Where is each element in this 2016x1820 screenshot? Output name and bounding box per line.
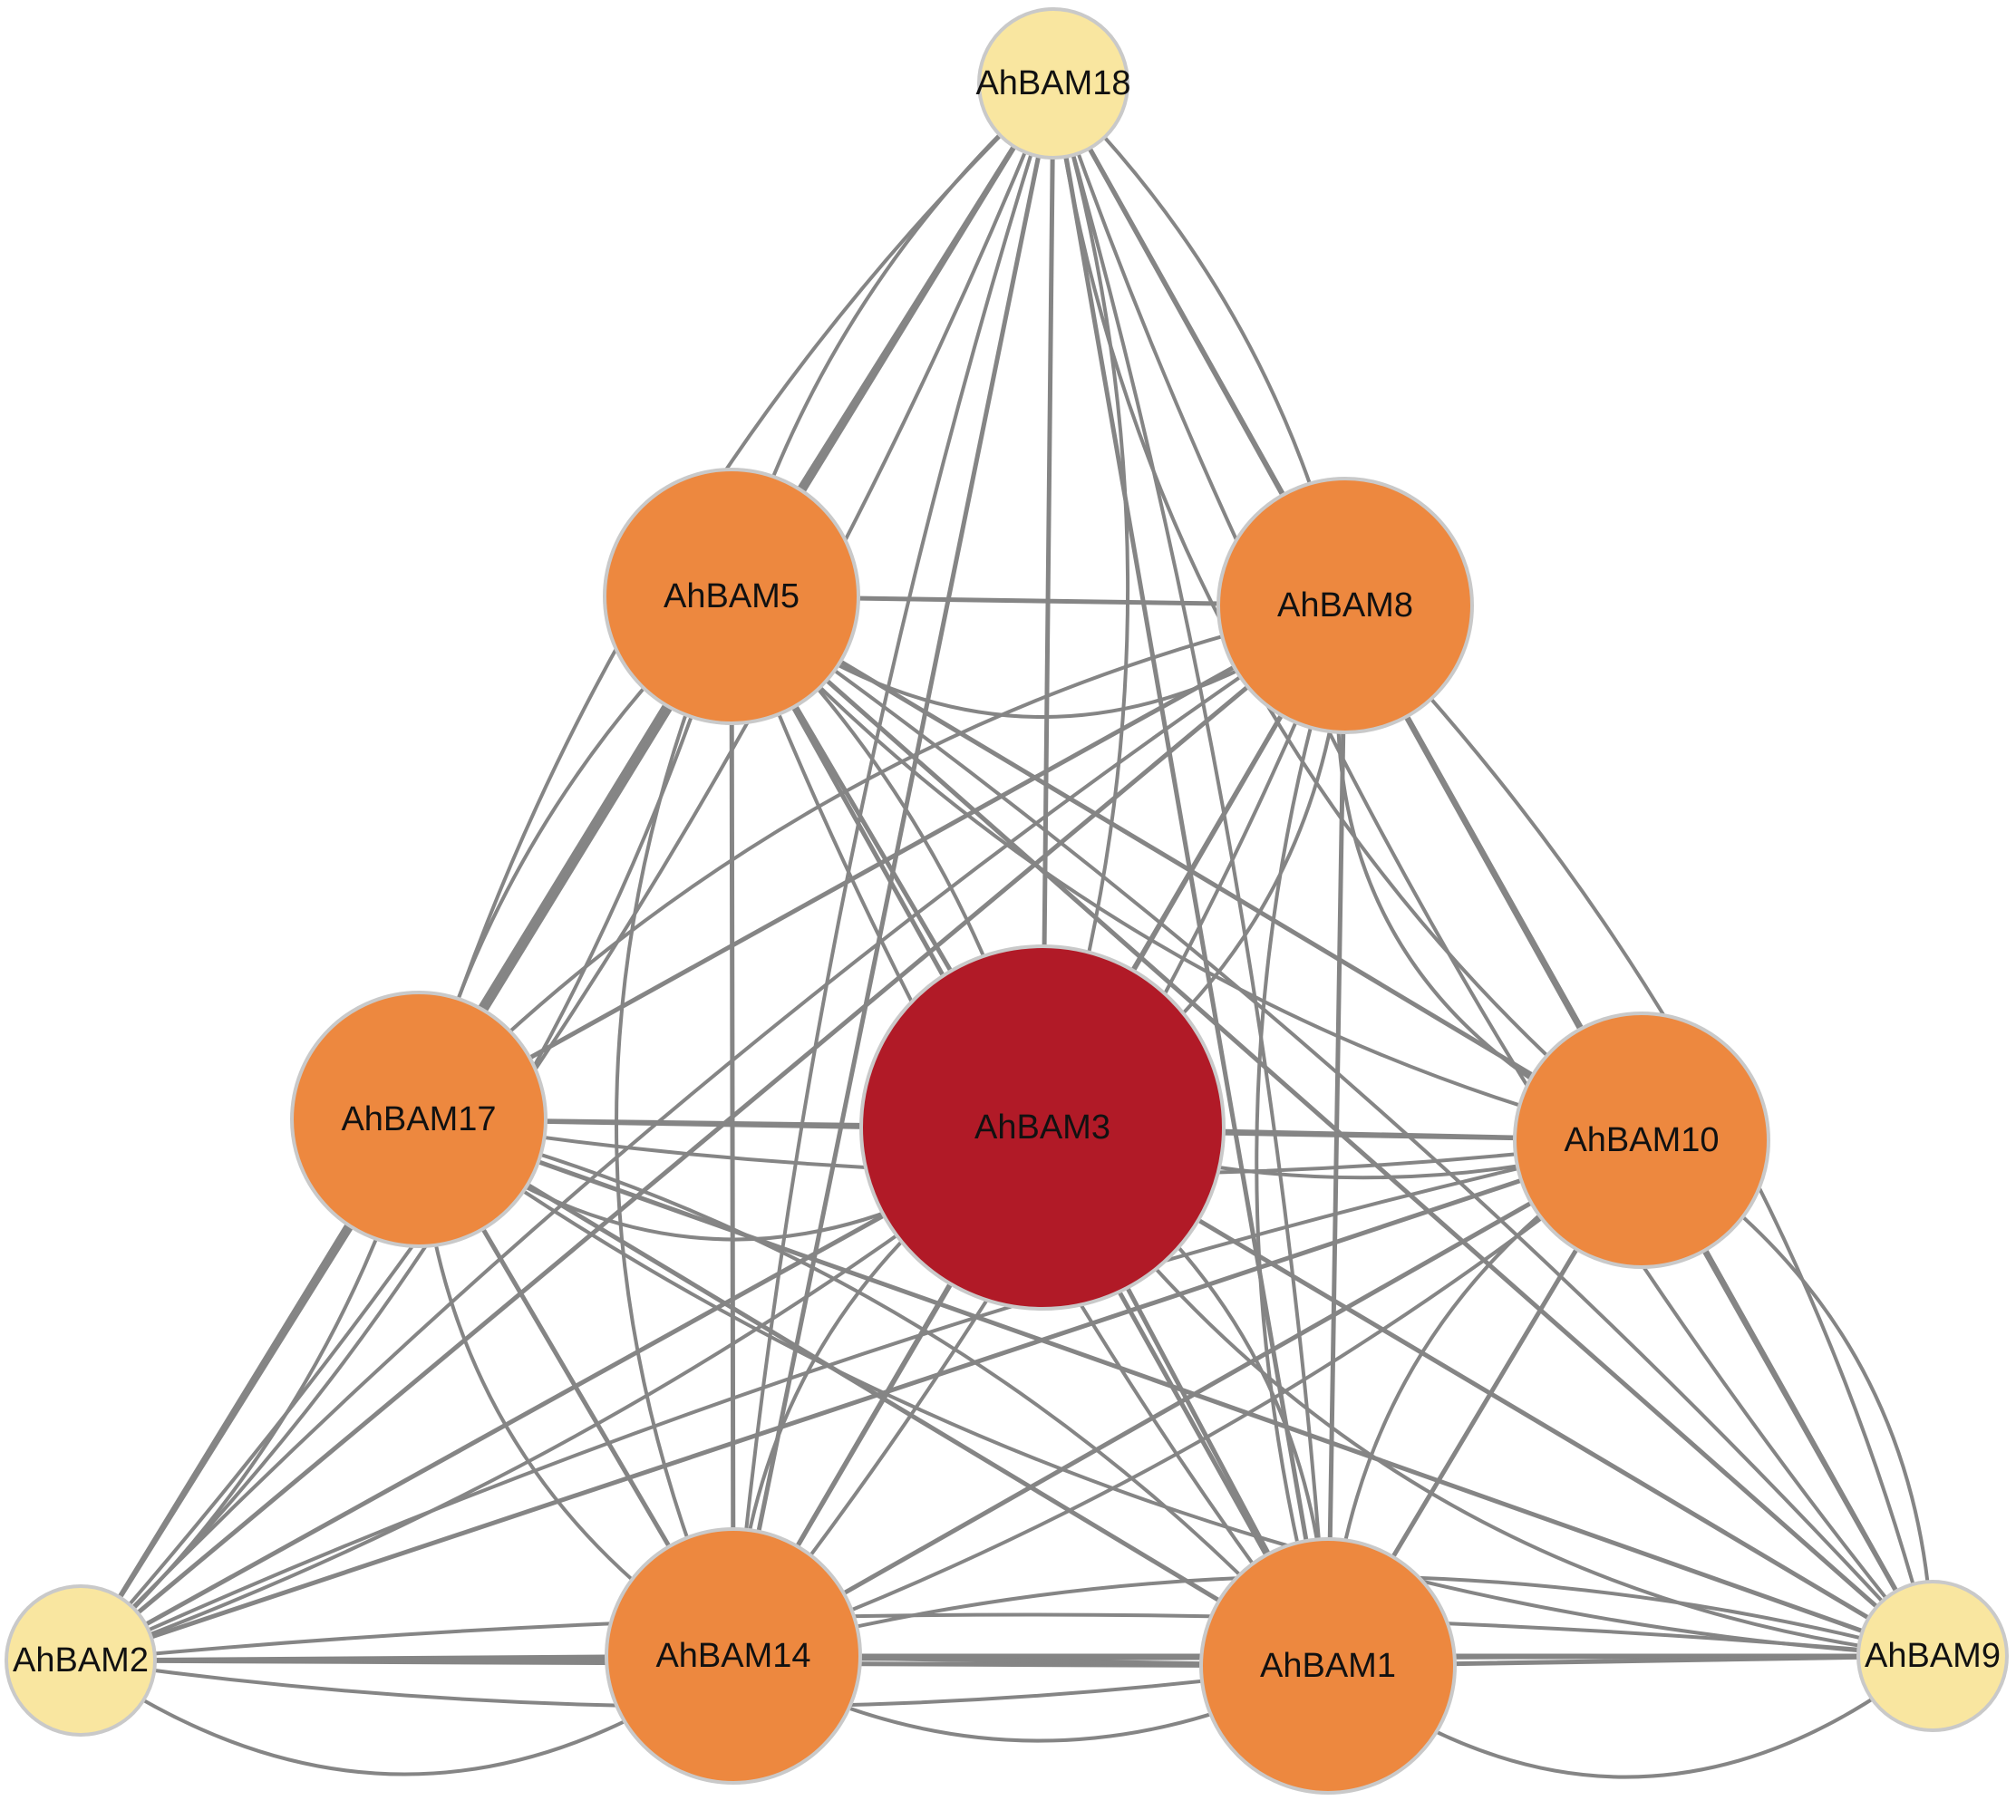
- node-ahbam2-circle: [5, 1584, 157, 1737]
- edge-curve-n5-n14: [615, 595, 735, 1658]
- edge-n8-n17: [416, 603, 1348, 1122]
- edge-curve-n10-n2: [79, 1138, 1643, 1662]
- edge-n3-n2: [78, 1125, 1045, 1663]
- node-ahbam14-label: AhBAM14: [655, 1637, 810, 1675]
- node-ahbam5-circle: [603, 468, 860, 725]
- node-ahbam9-label: AhBAM9: [1865, 1637, 2001, 1675]
- node-ahbam5[interactable]: AhBAM5: [603, 468, 860, 725]
- edge-n17-n9: [416, 1117, 1935, 1659]
- edge-curve-n8-n17: [417, 604, 1347, 1121]
- node-ahbam8-label: AhBAM8: [1277, 586, 1413, 624]
- edge-curve-n5-n10: [730, 595, 1643, 1142]
- node-ahbam8-circle: [1216, 477, 1474, 734]
- edge-n10-n2: [78, 1138, 1644, 1663]
- node-ahbam17-circle: [290, 991, 548, 1248]
- edge-layer: [78, 81, 1935, 1779]
- edge-curve-n18-n1: [1052, 82, 1330, 1668]
- edge-curve-n17-n9: [417, 1118, 1934, 1658]
- node-ahbam14-circle: [605, 1527, 862, 1785]
- edge-curve-n18-n14: [732, 82, 1055, 1658]
- edge-n10-n14: [731, 1138, 1644, 1659]
- node-ahbam9[interactable]: AhBAM9: [1856, 1580, 2009, 1732]
- node-ahbam10-label: AhBAM10: [1564, 1121, 1719, 1159]
- edge-n8-n2: [78, 603, 1348, 1663]
- node-ahbam3-circle: [859, 944, 1226, 1311]
- node-ahbam2-label: AhBAM2: [13, 1641, 149, 1680]
- node-ahbam1-circle: [1199, 1537, 1457, 1795]
- node-ahbam5-label: AhBAM5: [664, 577, 800, 615]
- node-ahbam8[interactable]: AhBAM8: [1216, 477, 1474, 734]
- edge-n17-n1: [416, 1117, 1331, 1669]
- node-ahbam3-label: AhBAM3: [974, 1108, 1110, 1147]
- node-ahbam17[interactable]: AhBAM17: [290, 991, 548, 1248]
- node-ahbam1[interactable]: AhBAM1: [1199, 1537, 1457, 1795]
- node-ahbam2[interactable]: AhBAM2: [5, 1584, 157, 1737]
- node-ahbam10-circle: [1513, 1012, 1770, 1269]
- node-ahbam18-label: AhBAM18: [975, 64, 1130, 102]
- node-ahbam14[interactable]: AhBAM14: [605, 1527, 862, 1785]
- edge-curve-n5-n9: [730, 595, 1934, 1658]
- node-ahbam10[interactable]: AhBAM10: [1513, 1012, 1770, 1269]
- edge-curve-n17-n1: [417, 1118, 1330, 1668]
- edge-curve-n2-n9: [79, 1612, 1934, 1662]
- node-ahbam1-label: AhBAM1: [1260, 1647, 1396, 1685]
- node-layer: AhBAM18 AhBAM5 AhBAM8 AhBAM17 AhBAM3 AhB…: [5, 7, 2009, 1795]
- node-ahbam18[interactable]: AhBAM18: [975, 7, 1131, 160]
- edge-curve-n18-n9: [1052, 82, 1934, 1658]
- edge-curve-n8-n2: [79, 604, 1347, 1662]
- node-ahbam18-circle: [977, 7, 1129, 160]
- edge-n5-n9: [729, 594, 1935, 1659]
- node-ahbam3[interactable]: AhBAM3: [859, 944, 1226, 1311]
- node-ahbam17-label: AhBAM17: [341, 1100, 496, 1138]
- node-ahbam9-circle: [1856, 1580, 2009, 1732]
